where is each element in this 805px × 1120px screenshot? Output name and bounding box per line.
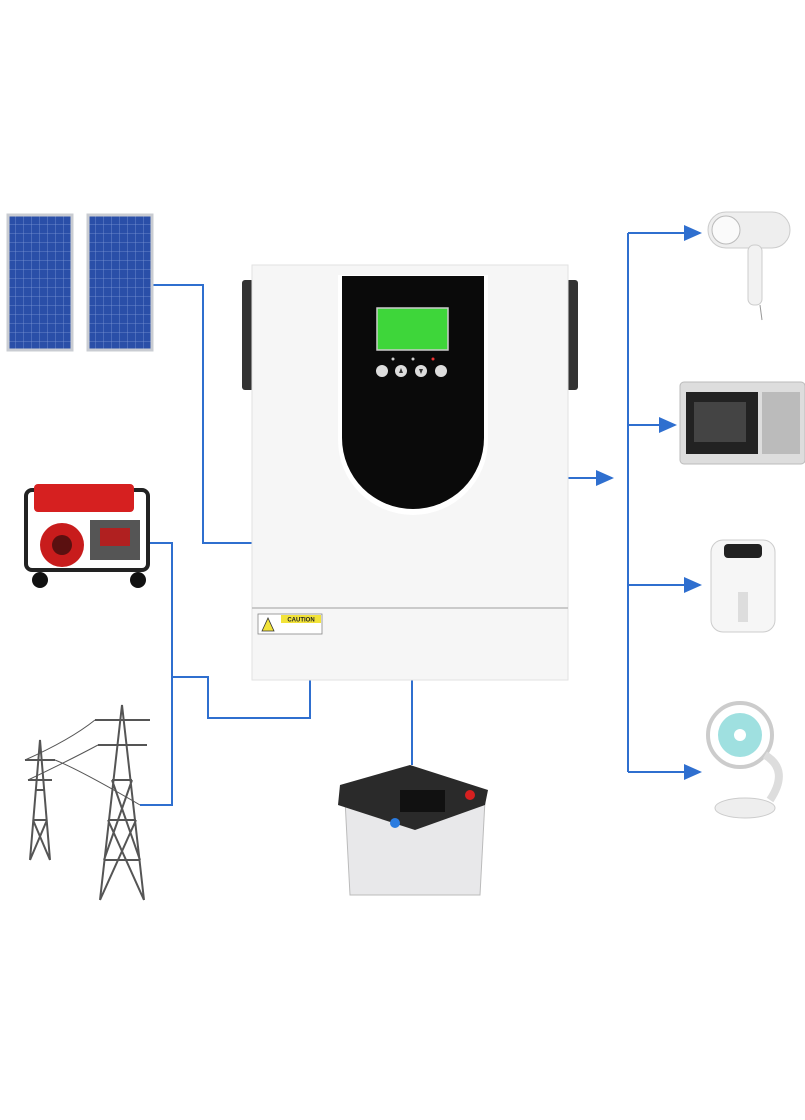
generator: [24, 484, 150, 588]
air-fryer: [710, 539, 776, 633]
warning-triangle-icon: [261, 617, 275, 632]
hair-dryer: [707, 211, 791, 321]
desk-fan: [706, 701, 783, 819]
generator-grid-wire: [140, 542, 173, 806]
side-bracket-left: [242, 280, 254, 390]
solar-panels: [6, 213, 154, 352]
microwave: [679, 381, 805, 465]
caution-sticker: CAUTION: [257, 613, 323, 635]
solar-wire: [152, 284, 252, 544]
wires: [140, 225, 702, 806]
solar-panel: [86, 213, 154, 352]
battery: [338, 765, 488, 896]
status-leds: [391, 357, 435, 361]
power-button[interactable]: [376, 365, 388, 377]
caution-label: CAUTION: [287, 618, 314, 624]
control-buttons: [376, 365, 447, 377]
power-grid-towers: [24, 704, 150, 901]
solar-panel: [6, 213, 74, 352]
ac-input-wire: [172, 676, 311, 719]
inverter: CAUTION: [242, 264, 578, 681]
side-bracket-right: [566, 280, 578, 390]
lcd-screen: [376, 307, 449, 351]
enter-button[interactable]: [435, 365, 447, 377]
